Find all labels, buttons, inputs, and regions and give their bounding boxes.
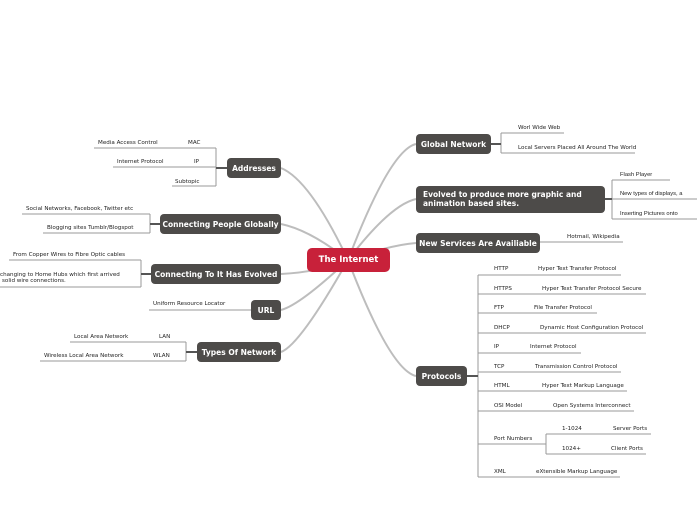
protocol-abbr[interactable]: TCP [494, 364, 505, 370]
subtopic[interactable]: Inserting Pictures onto [620, 211, 678, 217]
topic-types-of-network[interactable]: Types Of Network [197, 342, 281, 362]
subtopic-desc[interactable]: Internet Protocol [117, 159, 164, 165]
subtopic[interactable]: solid wire connections. [2, 278, 66, 284]
subtopic-desc[interactable]: Local Area Network [74, 334, 129, 340]
topic-connecting-evolved[interactable]: Connecting To It Has Evolved [151, 264, 281, 284]
protocol-desc[interactable]: Transmission Control Protocol [535, 364, 618, 370]
port-desc[interactable]: Client Ports [611, 446, 643, 452]
subtopic[interactable]: Hotmail, Wikipedia [567, 234, 620, 240]
subtopic[interactable]: Social Networks, Facebook, Twitter etc [26, 206, 134, 212]
protocol-desc[interactable]: Hyper Text Markup Language [542, 383, 624, 389]
topic-graphic-sites[interactable]: Evolved to produce more graphic and anim… [416, 186, 605, 213]
protocol-desc[interactable]: eXtensible Markup Language [536, 469, 618, 475]
subtopic-abbr[interactable]: WLAN [153, 353, 170, 359]
subtopic[interactable]: Uniform Resource Locator [153, 301, 226, 307]
topic-connecting-people[interactable]: Connecting People Globally [160, 214, 281, 234]
topic-url[interactable]: URL [251, 300, 281, 320]
protocol-desc[interactable]: Hyper Text Transfer Protocol Secure [542, 286, 642, 292]
protocol-abbr[interactable]: Port Numbers [494, 436, 533, 442]
subtopic[interactable]: New types of displays, a [620, 191, 683, 197]
subtopic-abbr[interactable]: LAN [159, 334, 171, 340]
protocol-desc[interactable]: Open Systems Interconnect [553, 403, 631, 409]
protocol-desc[interactable]: Dynamic Host Configuration Protocol [540, 325, 644, 331]
protocol-desc[interactable]: File Transfer Protocol [534, 305, 592, 311]
protocol-abbr[interactable]: FTP [494, 305, 504, 311]
protocol-abbr[interactable]: XML [494, 469, 506, 475]
topic-new-services[interactable]: New Services Are Availiable [416, 233, 540, 253]
subtopic[interactable]: Local Servers Placed All Around The Worl… [518, 145, 637, 151]
subtopic-desc[interactable]: Media Access Control [98, 140, 158, 146]
topic-label-line: Evolved to produce more graphic and [423, 190, 582, 199]
subtopic-abbr[interactable]: IP [194, 159, 200, 165]
port-desc[interactable]: Server Ports [613, 426, 648, 432]
topic-global-network[interactable]: Global Network [416, 134, 491, 154]
port-range[interactable]: 1-1024 [562, 426, 582, 432]
subtopic[interactable]: From Copper Wires to Fibre Optic cables [13, 252, 126, 258]
protocol-abbr[interactable]: OSI Model [494, 403, 523, 409]
topic-label-line: animation based sites. [423, 198, 520, 208]
central-topic[interactable]: The Internet [307, 248, 390, 272]
subtopic[interactable]: Flash Player [620, 172, 653, 178]
protocol-abbr[interactable]: IP [494, 344, 500, 350]
topic-protocols[interactable]: Protocols [416, 366, 467, 386]
protocol-desc[interactable]: Internet Protocol [530, 344, 577, 350]
protocol-abbr[interactable]: HTTP [494, 266, 509, 272]
protocol-abbr[interactable]: DHCP [494, 325, 510, 331]
protocol-desc[interactable]: Hyper Text Transfer Protocol [538, 266, 617, 272]
protocol-abbr[interactable]: HTML [494, 383, 510, 389]
subtopic-desc[interactable]: Wireless Local Area Network [44, 353, 124, 359]
subtopic[interactable]: changing to Home Hubs which first arrive… [0, 272, 120, 278]
subtopic[interactable]: Subtopic [175, 179, 200, 185]
port-range[interactable]: 1024+ [562, 446, 581, 452]
subtopic[interactable]: Blogging sites Tumblr/Blogspot [47, 225, 134, 231]
subtopic-abbr[interactable]: MAC [188, 140, 201, 146]
topic-addresses[interactable]: Addresses [227, 158, 281, 178]
subtopic[interactable]: Worl Wide Web [518, 125, 561, 131]
protocol-abbr[interactable]: HTTPS [494, 286, 512, 292]
